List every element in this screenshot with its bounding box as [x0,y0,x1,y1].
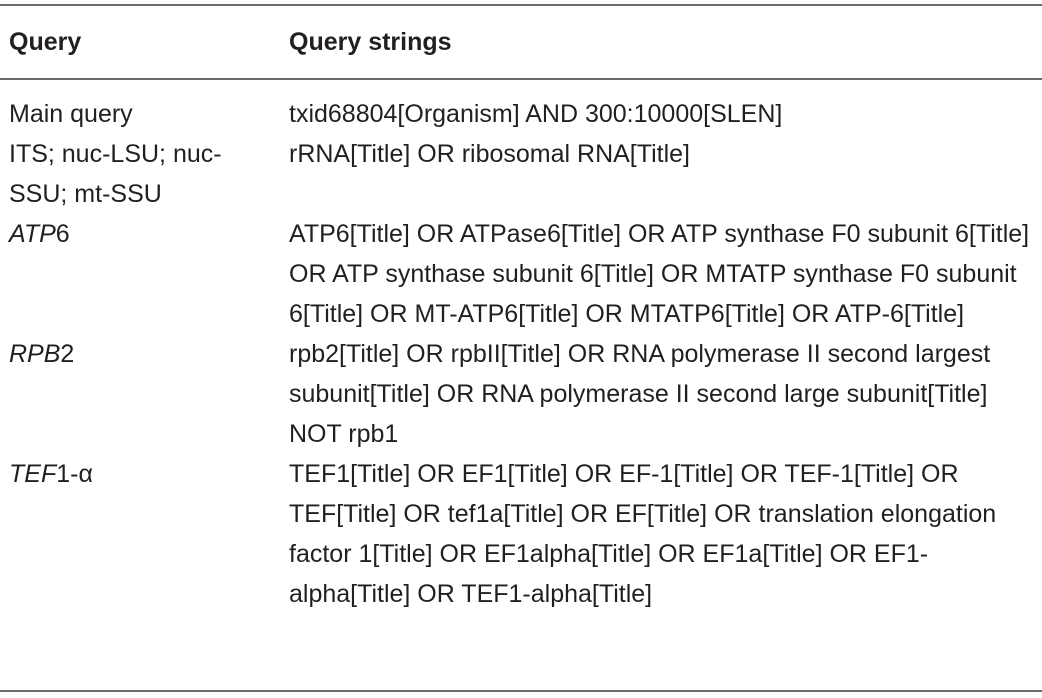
top-rule [0,4,1042,6]
table-row-atp6: ATP6 ATP6[Title] OR ATPase6[Title] OR AT… [0,214,1042,334]
gene-name-suffix: 2 [60,340,75,368]
query-name: ITS; nuc-LSU; nuc-SSU; mt-SSU [9,140,222,208]
gene-name-suffix: 6 [55,220,70,248]
query-table: Query Query strings Main query txid68804… [0,6,1042,614]
gene-name-italic: RPB [9,340,61,368]
table-row-rpb2: RPB2 rpb2[Title] OR rpbII[Title] OR RNA … [0,334,1042,454]
table-row-rrna: ITS; nuc-LSU; nuc-SSU; mt-SSU rRNA[Title… [0,134,1042,214]
query-string: rRNA[Title] OR ribosomal RNA[Title] [289,140,690,168]
query-name-gene: TEF1-α [0,454,281,614]
table-row-tef1: TEF1-α TEF1[Title] OR EF1[Title] OR EF-1… [0,454,1042,614]
query-string: TEF1[Title] OR EF1[Title] OR EF-1[Title]… [289,460,997,608]
query-name: Main query [9,100,133,128]
column-header-query-strings: Query strings [289,28,452,56]
gene-name-italic: TEF [9,460,57,488]
table-header-row: Query Query strings [0,6,1042,78]
query-name-gene: RPB2 [0,334,281,454]
table-row-main-query: Main query txid68804[Organism] AND 300:1… [0,78,1042,134]
column-header-query: Query [9,28,82,56]
query-string: ATP6[Title] OR ATPase6[Title] OR ATP syn… [289,220,1030,328]
bottom-rule [0,690,1042,692]
gene-name-suffix: 1-α [56,460,93,488]
query-name-gene: ATP6 [0,214,281,334]
gene-name-italic: ATP [9,220,56,248]
header-rule [0,78,1042,80]
query-string: rpb2[Title] OR rpbII[Title] OR RNA polym… [289,340,991,448]
query-string: txid68804[Organism] AND 300:10000[SLEN] [289,100,783,128]
